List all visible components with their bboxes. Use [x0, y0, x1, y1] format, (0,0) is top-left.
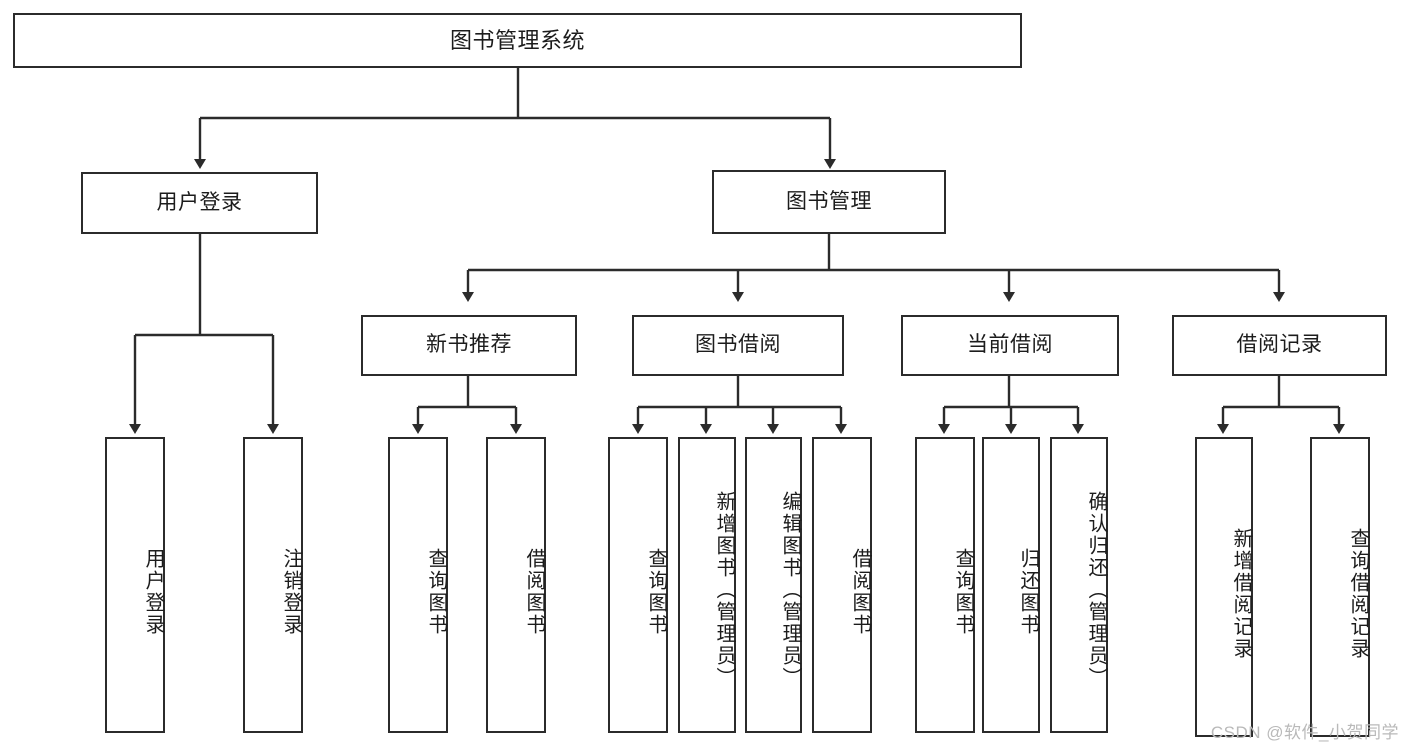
node-label: 注销登录: [280, 548, 302, 636]
node-label: 编辑图书（管理员）: [779, 491, 801, 689]
leaf-new-book-borrow-book[interactable]: 借阅图书: [486, 437, 546, 733]
node-label: 图书借阅: [695, 333, 781, 357]
node-label: 用户登录: [142, 548, 164, 636]
leaf-current-borrow-return-book[interactable]: 归还图书: [982, 437, 1040, 733]
leaf-new-book-query-book[interactable]: 查询图书: [388, 437, 448, 733]
node-book-management[interactable]: 图书管理: [712, 170, 946, 234]
node-label: 图书管理: [786, 189, 872, 213]
node-label: 用户登录: [156, 190, 243, 214]
node-label: 确认归还（管理员）: [1085, 491, 1107, 689]
node-current-borrow[interactable]: 当前借阅: [901, 315, 1119, 376]
node-label: 借阅图书: [849, 548, 871, 636]
node-label: 归还图书: [1017, 548, 1039, 636]
node-label: 图书管理系统: [449, 27, 585, 53]
leaf-user-login-logout[interactable]: 注销登录: [243, 437, 303, 733]
node-book-borrow[interactable]: 图书借阅: [632, 315, 844, 376]
node-label: 借阅记录: [1236, 333, 1323, 357]
node-new-book-recommend[interactable]: 新书推荐: [361, 315, 577, 376]
leaf-current-borrow-confirm-return-admin[interactable]: 确认归还（管理员）: [1050, 437, 1108, 733]
node-label: 新书推荐: [426, 333, 512, 357]
node-label: 借阅图书: [523, 548, 545, 636]
node-label: 当前借阅: [967, 333, 1053, 357]
leaf-book-borrow-add-book-admin[interactable]: 新增图书（管理员）: [678, 437, 736, 733]
leaf-borrow-record-add-record[interactable]: 新增借阅记录: [1195, 437, 1253, 737]
leaf-borrow-record-query-record[interactable]: 查询借阅记录: [1310, 437, 1370, 737]
node-root-book-management-system[interactable]: 图书管理系统: [13, 13, 1022, 68]
node-label: 查询图书: [645, 548, 667, 636]
leaf-user-login-login[interactable]: 用户登录: [105, 437, 165, 733]
node-label: 查询借阅记录: [1347, 528, 1369, 660]
leaf-book-borrow-edit-book-admin[interactable]: 编辑图书（管理员）: [745, 437, 802, 733]
node-label: 查询图书: [952, 548, 974, 636]
leaf-book-borrow-query-book[interactable]: 查询图书: [608, 437, 668, 733]
node-borrow-record[interactable]: 借阅记录: [1172, 315, 1387, 376]
node-label: 查询图书: [425, 548, 447, 636]
watermark-text: CSDN @软件_小贺同学: [1210, 723, 1399, 742]
node-user-login[interactable]: 用户登录: [81, 172, 318, 234]
leaf-book-borrow-borrow-book[interactable]: 借阅图书: [812, 437, 872, 733]
node-label: 新增图书（管理员）: [713, 491, 735, 689]
node-label: 新增借阅记录: [1230, 528, 1252, 660]
leaf-current-borrow-query-book[interactable]: 查询图书: [915, 437, 975, 733]
